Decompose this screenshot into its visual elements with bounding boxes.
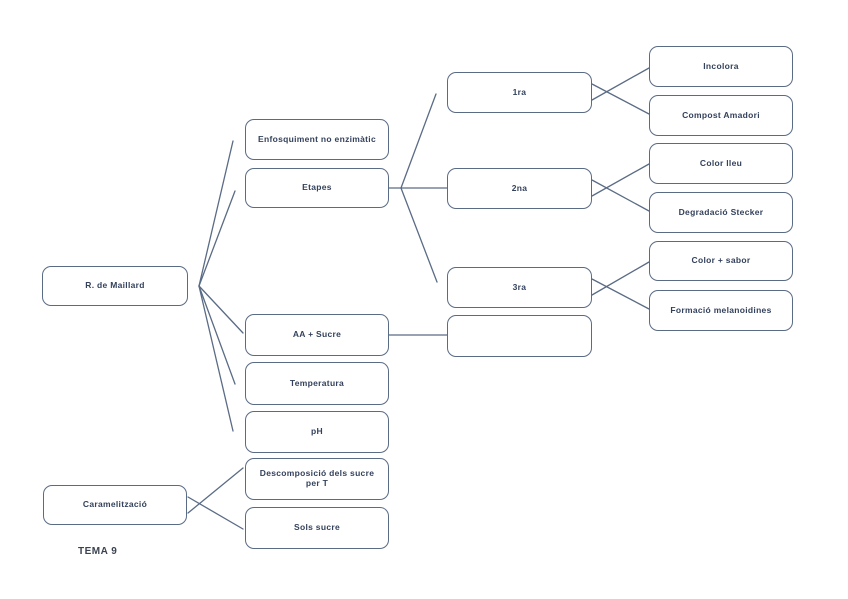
node-compost-amadori[interactable]: Compost Amadori: [649, 95, 793, 136]
node-label: Degradació Stecker: [678, 206, 764, 217]
node-etapa-3ra[interactable]: 3ra: [447, 267, 592, 308]
node-descomposicio-dels-sucre[interactable]: Descomposició dels sucre per T: [245, 458, 389, 500]
node-label: Compost Amadori: [682, 109, 760, 120]
node-label: Sols sucre: [294, 522, 340, 533]
node-etapes[interactable]: Etapes: [245, 168, 389, 208]
node-label: Color lleu: [699, 157, 743, 168]
node-ph[interactable]: pH: [245, 411, 389, 453]
node-label: 2na: [511, 182, 528, 193]
node-degradacio-stecker[interactable]: Degradació Stecker: [649, 192, 793, 233]
node-label: 1ra: [512, 86, 527, 97]
node-color-lleu[interactable]: Color lleu: [649, 143, 793, 184]
node-label: Incolora: [703, 60, 739, 71]
node-label: AA + Sucre: [292, 329, 342, 340]
node-label: Formació melanoidines: [670, 304, 772, 315]
tema-label: TEMA 9: [78, 546, 118, 557]
node-enfosquiment-no-enzimatic[interactable]: Enfosquiment no enzimàtic: [245, 119, 389, 160]
node-empty[interactable]: [447, 315, 592, 357]
node-label: pH: [311, 426, 323, 437]
node-etapa-1ra[interactable]: 1ra: [447, 72, 592, 113]
node-aa-sucre[interactable]: AA + Sucre: [245, 314, 389, 356]
node-r-de-maillard[interactable]: R. de Maillard: [42, 266, 188, 306]
node-label: Caramelització: [82, 499, 148, 510]
node-temperatura[interactable]: Temperatura: [245, 362, 389, 405]
node-label: Color + sabor: [691, 255, 751, 266]
node-label: Etapes: [302, 182, 332, 193]
node-etapa-2na[interactable]: 2na: [447, 168, 592, 209]
node-formacio-melanoidines[interactable]: Formació melanoidines: [649, 290, 793, 331]
node-color-sabor[interactable]: Color + sabor: [649, 241, 793, 281]
node-label: Enfosquiment no enzimàtic: [257, 133, 376, 144]
node-label: Temperatura: [289, 377, 345, 388]
node-label: R. de Maillard: [85, 280, 145, 291]
node-label: Descomposició dels sucre per T: [259, 468, 375, 488]
node-caramelitzacio[interactable]: Caramelització: [43, 485, 187, 525]
node-sols-sucre[interactable]: Sols sucre: [245, 507, 389, 549]
node-label: 3ra: [512, 281, 527, 292]
node-incolora[interactable]: Incolora: [649, 46, 793, 87]
